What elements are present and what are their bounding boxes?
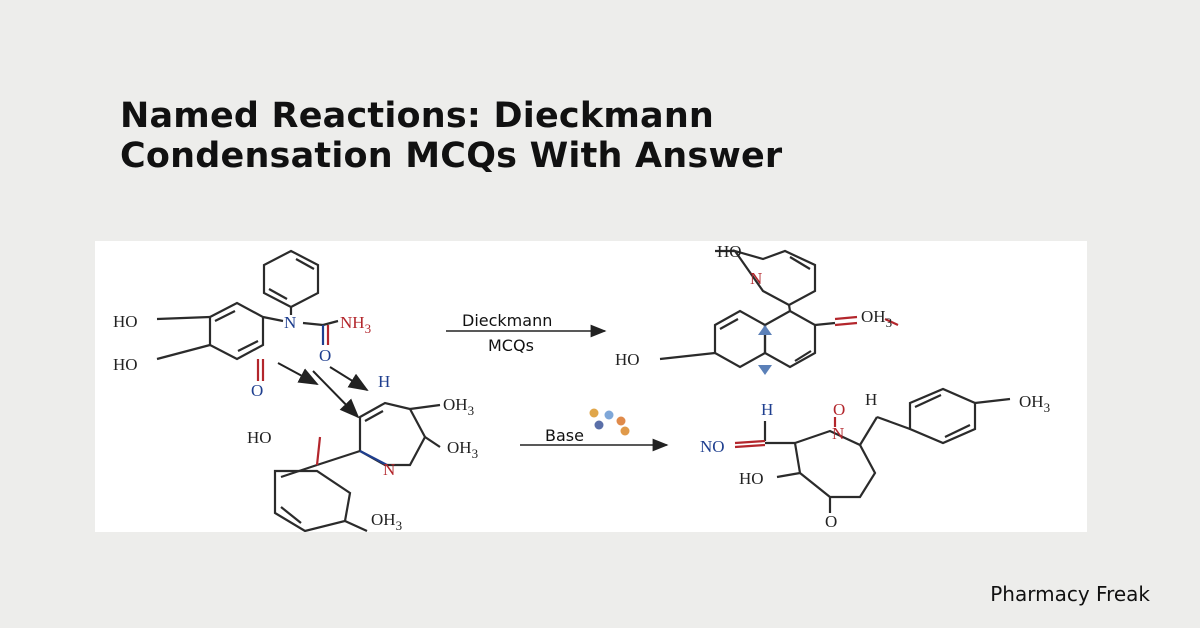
label-oh3-d: OH3 — [861, 307, 892, 330]
arrow-2-top-label: Base — [545, 426, 584, 445]
page-title: Named Reactions: Dieckmann Condensation … — [120, 96, 1120, 176]
molecule-1 — [156, 249, 339, 381]
label-n-d: N — [832, 424, 844, 443]
label-oh3-c: OH3 — [371, 510, 402, 532]
label-nh3: NH3 — [340, 313, 371, 336]
label-o-b: O — [251, 381, 263, 400]
base-dot — [594, 420, 604, 430]
label-n-a: N — [284, 313, 296, 332]
label-o-a: O — [319, 346, 331, 365]
label-n-c: N — [750, 269, 762, 288]
product-2 — [734, 387, 1011, 513]
base-dot — [604, 410, 614, 420]
reaction-scheme-svg: HO HO N NH3 O O H OH3 HO OH3 N OH3 Dieck… — [113, 242, 1050, 532]
label-h-c: H — [865, 390, 877, 409]
label-h-a: H — [378, 372, 390, 391]
label-ho-b: HO — [113, 355, 138, 374]
label-h-b: H — [761, 400, 773, 419]
label-oh3-b: OH3 — [447, 438, 478, 461]
label-n-b: N — [383, 460, 395, 479]
label-oh3-a: OH3 — [443, 395, 474, 418]
wedge-up-marker — [758, 325, 772, 335]
arrow-1-bottom-label: MCQs — [488, 336, 534, 355]
label-o-c: O — [833, 400, 845, 419]
base-dot — [589, 408, 599, 418]
label-ho-f: HO — [739, 469, 764, 488]
wedge-down-marker — [758, 365, 772, 375]
label-o-d: O — [825, 512, 837, 531]
title-line-2: Condensation MCQs With Answer — [120, 136, 783, 176]
label-ho-a: HO — [113, 312, 138, 331]
molecule-2 — [273, 401, 441, 532]
brand-name: Pharmacy Freak — [990, 582, 1150, 606]
label-oh3-e: OH3 — [1019, 392, 1050, 415]
reaction-figure: HO HO N NH3 O O H OH3 HO OH3 N OH3 Dieck… — [95, 241, 1087, 532]
base-dot — [616, 416, 626, 426]
title-line-1: Named Reactions: Dieckmann — [120, 96, 715, 136]
label-ho-e: HO — [615, 350, 640, 369]
label-ho-c: HO — [247, 428, 272, 447]
arrow-1-top-label: Dieckmann — [462, 311, 552, 330]
base-dot — [620, 426, 630, 436]
product-1 — [659, 249, 899, 369]
label-ho-d: HO — [717, 242, 742, 261]
label-no: NO — [700, 437, 725, 456]
